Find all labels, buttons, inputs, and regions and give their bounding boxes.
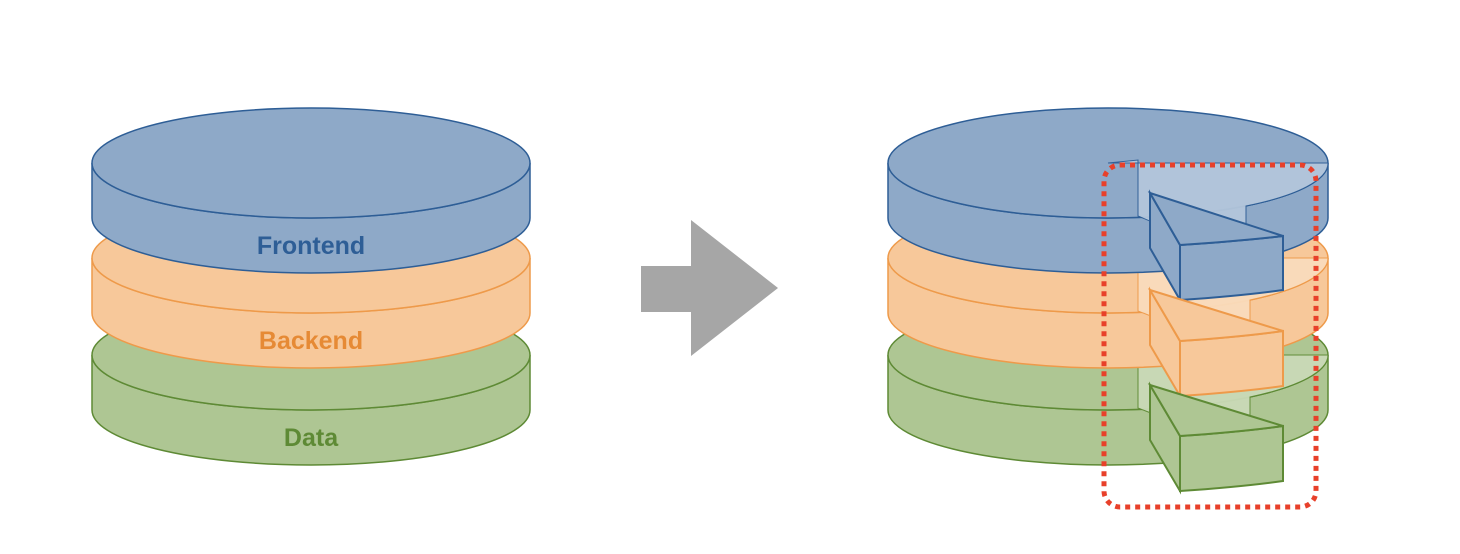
frontend-slice-gap <box>1107 159 1329 263</box>
monolith-stack: Frontend Backend Data <box>91 107 531 466</box>
slice-highlight-box <box>1101 162 1319 510</box>
data-slice-piece <box>1147 381 1284 495</box>
backend-label: Backend <box>259 327 363 355</box>
frontend-slice-piece <box>1147 189 1284 304</box>
frontend-slice-top-face <box>1147 191 1284 247</box>
sliced-stack <box>887 107 1329 510</box>
transform-arrow <box>641 220 778 356</box>
frontend-label: Frontend <box>257 232 365 260</box>
frontend-slice-outer-face <box>1179 234 1284 302</box>
backend-slice-top-face <box>1147 288 1284 343</box>
data-label: Data <box>284 424 339 452</box>
data-slice-top-face <box>1147 383 1284 438</box>
backend-slice-piece <box>1147 286 1284 400</box>
frontend-layer-top <box>91 107 531 219</box>
frontend-layer <box>91 107 531 274</box>
